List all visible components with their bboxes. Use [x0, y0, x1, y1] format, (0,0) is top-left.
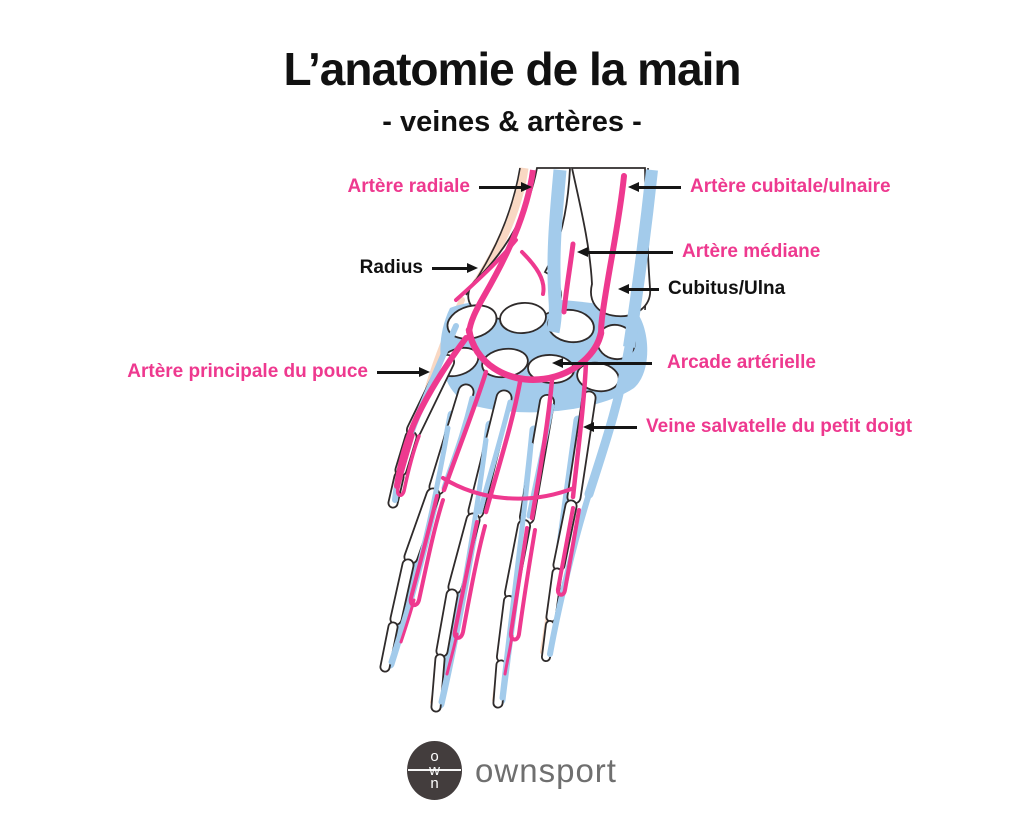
ownsport-wordmark: ownsport	[475, 751, 617, 789]
arteries-layer	[394, 169, 627, 676]
page-subtitle: - veines & artères -	[382, 106, 642, 138]
arrow-left-icon	[577, 247, 673, 257]
arrow-right-icon	[479, 182, 532, 192]
arrow-left-icon	[583, 422, 637, 432]
label-text: Artère radiale	[347, 176, 470, 197]
label-text: Artère principale du pouce	[127, 361, 368, 382]
logo-letter-n: n	[430, 775, 439, 793]
arrow-right-icon	[377, 367, 430, 377]
label-text: Artère médiane	[682, 241, 821, 262]
logo-letter-o: o	[430, 747, 439, 765]
arrow-right-icon	[432, 263, 478, 273]
label-text: Cubitus/Ulna	[668, 278, 786, 299]
label-arcade-arterielle: Arcade artérielle	[552, 352, 816, 374]
page-title: L’anatomie de la main	[283, 43, 741, 95]
label-radius: Radius	[360, 257, 478, 279]
arrow-left-icon	[628, 182, 681, 192]
label-artere-cubitale-ulnaire: Artère cubitale/ulnaire	[628, 176, 891, 198]
label-text: Artère cubitale/ulnaire	[690, 176, 891, 197]
label-artere-mediane: Artère médiane	[577, 241, 820, 263]
arrow-left-icon	[618, 284, 659, 294]
ownsport-logo: o w n ownsport	[0, 741, 1024, 800]
ownsport-logo-icon: o w n	[407, 741, 463, 800]
label-text: Radius	[359, 257, 423, 278]
logo-crossbar	[408, 769, 462, 771]
label-cubitus-ulna: Cubitus/Ulna	[618, 278, 785, 300]
label-veine-salvatelle: Veine salvatelle du petit doigt	[583, 416, 912, 438]
label-text: Arcade artérielle	[667, 352, 816, 373]
label-artere-principale-du-pouce: Artère principale du pouce	[127, 361, 430, 383]
arrow-left-icon	[552, 358, 652, 368]
label-text: Veine salvatelle du petit doigt	[646, 416, 913, 437]
label-artere-radiale: Artère radiale	[347, 176, 532, 198]
